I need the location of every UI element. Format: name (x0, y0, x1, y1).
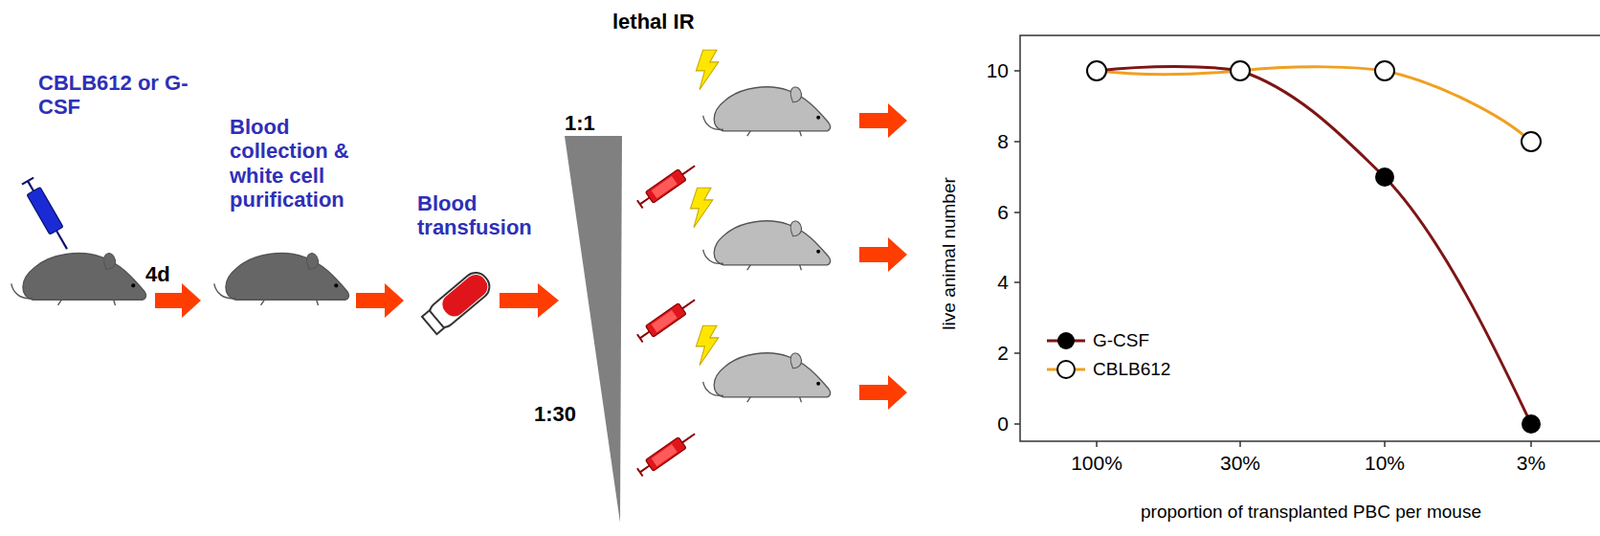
tick-label: 0 (997, 412, 1009, 436)
tick-label: 2 (997, 341, 1009, 365)
time-label: 4d (145, 262, 171, 287)
drug-label: CBLB612 or G-CSF (38, 70, 192, 120)
tick-label: 8 (997, 130, 1009, 154)
step-label: Blood transfusion (417, 191, 547, 241)
tick-label: 100% (1070, 451, 1123, 475)
tick-label: 10 (986, 59, 1009, 83)
tick-label: 30% (1220, 451, 1261, 475)
legend-label: CBLB612 (1092, 358, 1171, 380)
step-label: Blood collection & white cell purificati… (229, 114, 383, 212)
tick-label: 4 (997, 270, 1009, 294)
axis-title: proportion of transplanted PBC per mouse (1140, 501, 1482, 523)
tick-label: 10% (1364, 451, 1405, 475)
dilution-label: 1:30 (533, 401, 577, 426)
treatment-label: lethal IR (612, 9, 695, 34)
legend-label: G-CSF (1092, 330, 1150, 352)
tick-label: 3% (1516, 451, 1546, 475)
tick-label: 6 (997, 200, 1009, 224)
dilution-label: 1:1 (564, 111, 596, 135)
axis-title: live animal number (938, 177, 960, 330)
